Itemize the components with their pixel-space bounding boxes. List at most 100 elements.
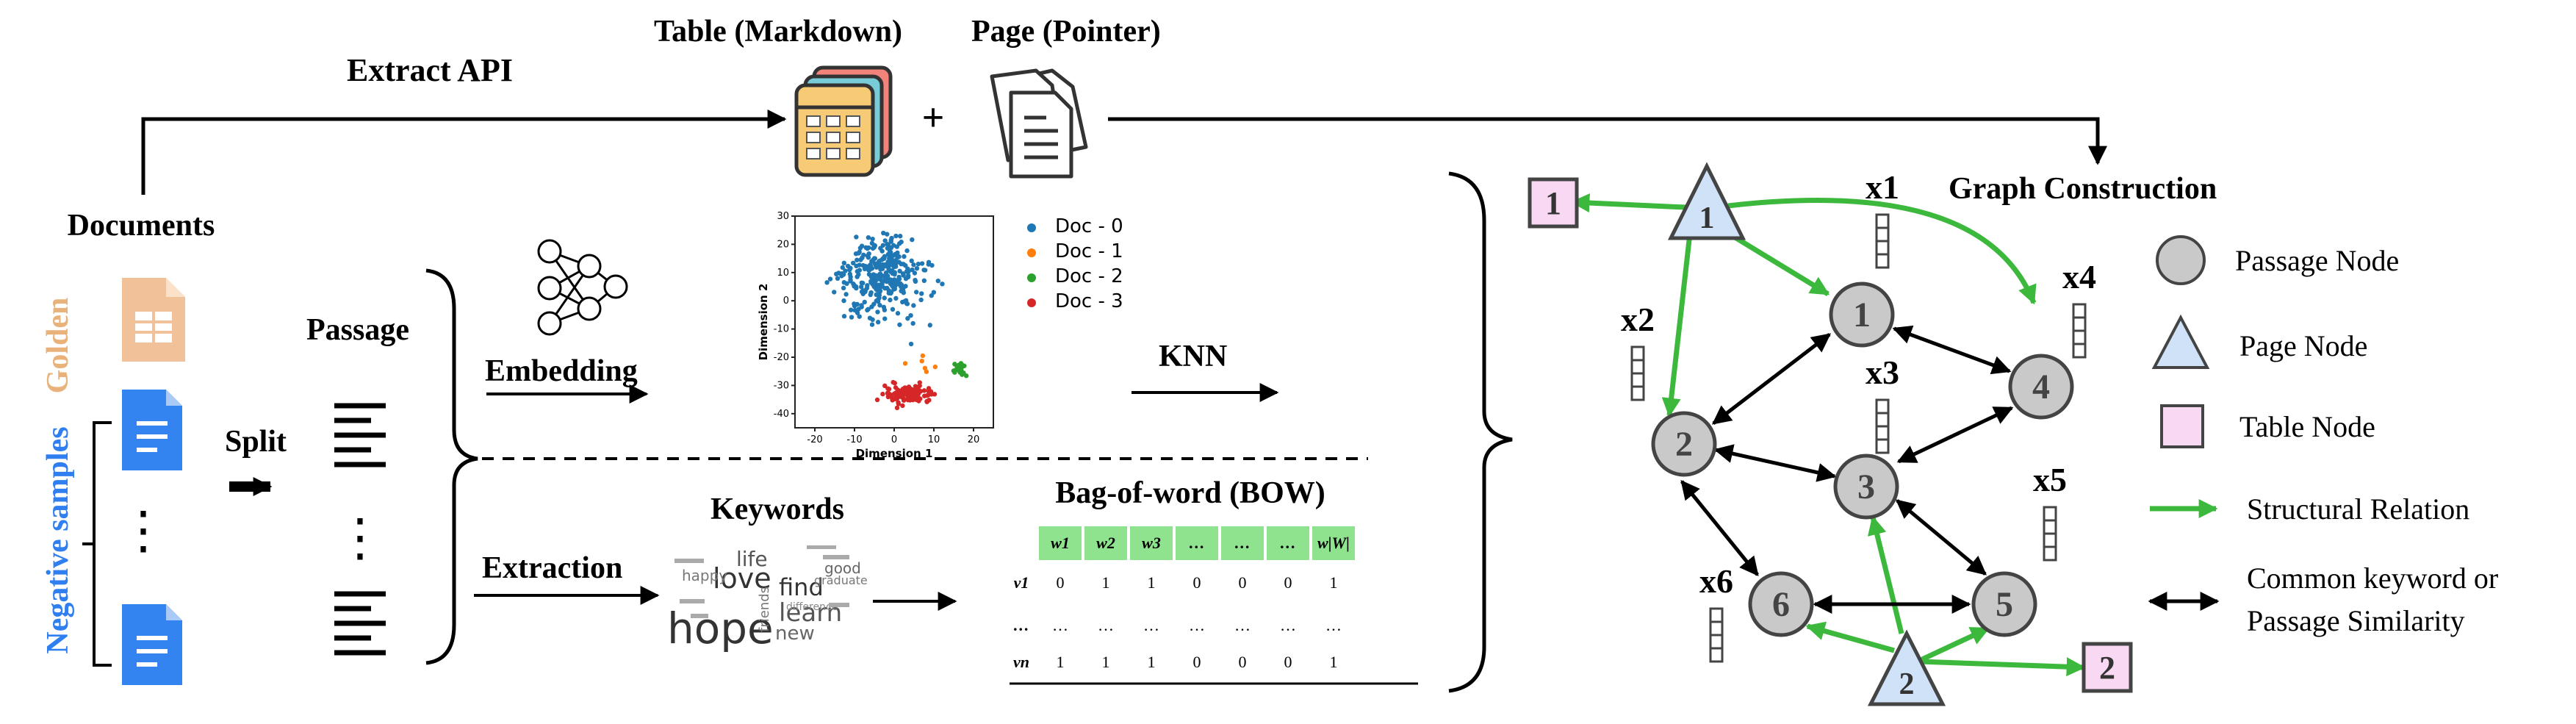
negative-document-icon: [122, 604, 182, 685]
scatter-point: [935, 278, 940, 284]
scatter-point: [895, 250, 900, 256]
y-tick-label: 20: [777, 239, 789, 250]
x-axis-label: Dimension 1: [856, 447, 933, 460]
graph-brace: [1448, 171, 1513, 693]
scatter-point: [927, 390, 933, 395]
knn-label: KNN: [1159, 340, 1227, 373]
scatter-point: [913, 290, 919, 295]
page-pointer-label: Page (Pointer): [971, 15, 1161, 49]
svg-text:friends: friends: [757, 587, 772, 632]
edge-page1-table1: [1570, 193, 1702, 213]
legend-entry: Doc - 3: [1055, 290, 1123, 312]
feature-x4: x4: [2062, 258, 2096, 359]
scatter-point: [909, 258, 914, 264]
scatter-point: [872, 256, 878, 261]
scatter-point: [865, 253, 870, 259]
svg-text:1: 1: [1545, 185, 1561, 221]
scatter-point: [908, 312, 913, 318]
bow-cell: …: [1143, 616, 1159, 634]
plus-sign: +: [922, 96, 945, 140]
y-axis-label: Dimension 2: [757, 284, 770, 361]
scatter-point: [847, 271, 853, 277]
passage-node-1: 1: [1829, 282, 1895, 348]
svg-text:Passage Node: Passage Node: [2235, 244, 2399, 277]
scatter-point: [877, 271, 882, 277]
legend-marker: [1027, 248, 1036, 257]
passage-node-5: 5: [1971, 571, 2037, 637]
svg-text:find: find: [779, 573, 824, 601]
passage-node-4: 4: [2008, 354, 2074, 420]
svg-text:2: 2: [1675, 425, 1693, 464]
scatter-point: [952, 362, 957, 367]
svg-text:Structural Relation: Structural Relation: [2247, 492, 2469, 526]
bow-cell: 0: [1284, 573, 1292, 592]
svg-text:x4: x4: [2062, 258, 2096, 295]
scatter-point: [870, 245, 876, 251]
passage-node-6: 6: [1748, 571, 1814, 637]
bow-header-label: w3: [1142, 534, 1161, 552]
scatter-point: [882, 238, 888, 243]
svg-text:3: 3: [1857, 467, 1875, 506]
edge-page2-passage6: [1805, 621, 1895, 653]
scatter-point: [924, 369, 929, 374]
scatter-point: [848, 277, 853, 282]
scatter-point: [885, 232, 890, 237]
graph: 1 2 3 4 5 6 1 2 1 2 x1 x2: [1528, 162, 2133, 706]
bow-header-label: …: [1280, 534, 1296, 552]
extract-api-label: Extract API: [347, 52, 513, 88]
scatter-point: [911, 262, 916, 268]
bow-cell: …: [1098, 616, 1114, 634]
scatter-point: [854, 234, 859, 240]
x-tick-label: 0: [891, 434, 897, 445]
bow-cell: …: [1325, 616, 1342, 634]
edge-page1-passage4: [1727, 197, 2037, 305]
bow-cell: …: [1234, 616, 1251, 634]
bow-cell: 1: [1057, 653, 1065, 671]
bow-cell: …: [1189, 616, 1205, 634]
scatter-point: [860, 280, 866, 286]
edge-2-3: [1713, 444, 1837, 482]
scatter-point: [841, 285, 846, 291]
svg-text:hope: hope: [667, 603, 774, 653]
neural-network-icon: [537, 239, 628, 336]
scatter-point: [899, 282, 904, 287]
scatter-point: [895, 311, 901, 316]
negative-bracket: [82, 421, 112, 667]
scatter-point: [905, 266, 910, 271]
scatter-point: [882, 383, 888, 389]
scatter-point: [886, 267, 891, 272]
scatter-point: [910, 237, 915, 243]
scatter-point: [859, 243, 865, 248]
scatter-point: [841, 314, 847, 319]
scatter-point: [841, 298, 846, 304]
bow-row-label: v1: [1014, 573, 1029, 592]
scatter-point: [868, 280, 874, 285]
svg-text:Common keyword or: Common keyword or: [2247, 562, 2498, 595]
scatter-point: [857, 314, 862, 319]
legend-page-node: Page Node: [2151, 314, 2367, 369]
scatter-point: [910, 267, 915, 273]
feature-x3: x3: [1866, 354, 1899, 454]
edge-page2-passage3: [1867, 515, 1904, 634]
scatter-point: [913, 279, 918, 284]
scatter-point: [883, 263, 889, 269]
scatter-point: [888, 297, 893, 303]
table-markdown-label: Table (Markdown): [654, 15, 902, 49]
scatter-point: [896, 276, 902, 282]
svg-text:4: 4: [2032, 368, 2050, 406]
scatter-point: [863, 245, 868, 251]
scatter-point: [878, 267, 883, 272]
feature-x2: x2: [1621, 301, 1655, 401]
graph-construction-label: Graph Construction: [1949, 172, 2217, 206]
svg-text:2: 2: [1899, 667, 1915, 701]
scatter-point: [904, 248, 910, 254]
scatter-point: [921, 268, 927, 273]
scatter-point: [922, 365, 928, 371]
scatter-point: [905, 316, 910, 321]
scatter-point: [890, 395, 895, 401]
bow-cell: 1: [1148, 573, 1156, 592]
y-tick-label: 0: [783, 295, 789, 307]
scatter-point: [893, 385, 899, 390]
bow-row-label: …: [1013, 616, 1029, 634]
